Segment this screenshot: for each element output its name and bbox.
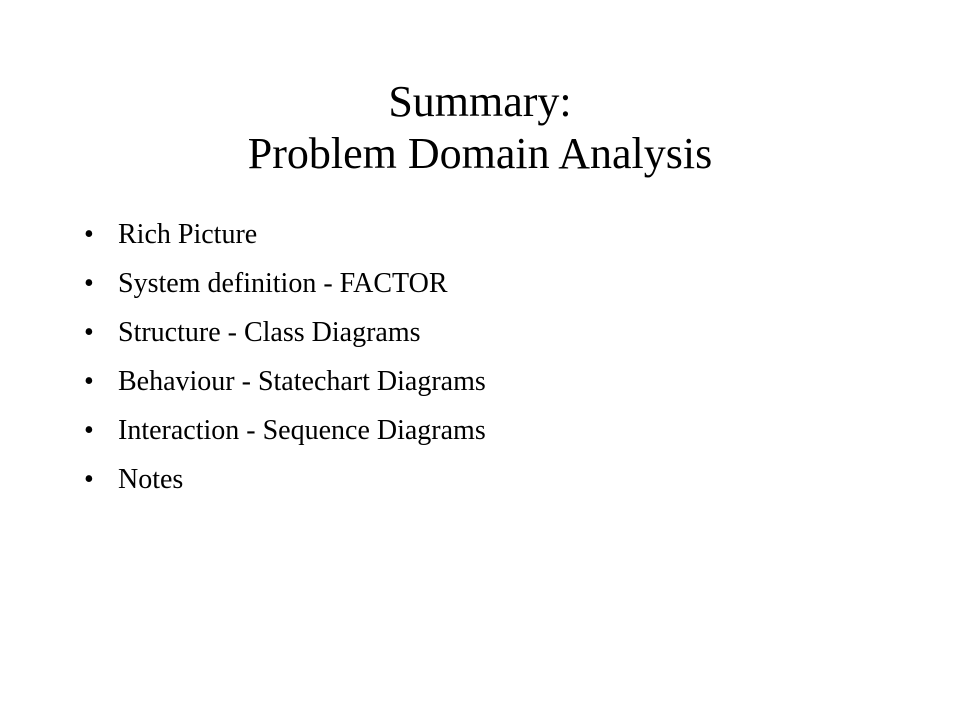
bullet-item-interaction: • Interaction - Sequence Diagrams xyxy=(84,414,486,463)
bullet-marker: • xyxy=(84,268,94,299)
bullet-marker: • xyxy=(84,464,94,495)
bullet-text: Behaviour - Statechart Diagrams xyxy=(118,366,486,397)
bullet-text: Rich Picture xyxy=(118,219,258,250)
bullet-text: System definition - FACTOR xyxy=(118,268,448,299)
bullet-marker: • xyxy=(84,219,94,250)
bullet-marker: • xyxy=(84,366,94,397)
bullet-text: Structure - Class Diagrams xyxy=(118,317,421,348)
bullet-item-behaviour: • Behaviour - Statechart Diagrams xyxy=(84,365,486,414)
slide-title: Summary: Problem Domain Analysis xyxy=(0,76,960,180)
title-line-2: Problem Domain Analysis xyxy=(247,129,713,178)
bullet-item-structure: • Structure - Class Diagrams xyxy=(84,316,486,365)
bullet-marker: • xyxy=(84,317,94,348)
bullet-list: • Rich Picture • System definition - FAC… xyxy=(84,218,486,512)
bullet-text: Interaction - Sequence Diagrams xyxy=(118,415,486,446)
bullet-item-notes: • Notes xyxy=(84,463,486,512)
bullet-marker: • xyxy=(84,415,94,446)
bullet-text: Notes xyxy=(118,464,184,495)
bullet-item-system-definition: • System definition - FACTOR xyxy=(84,267,486,316)
title-line-1: Summary: xyxy=(388,77,572,126)
bullet-item-rich-picture: • Rich Picture xyxy=(84,218,486,267)
